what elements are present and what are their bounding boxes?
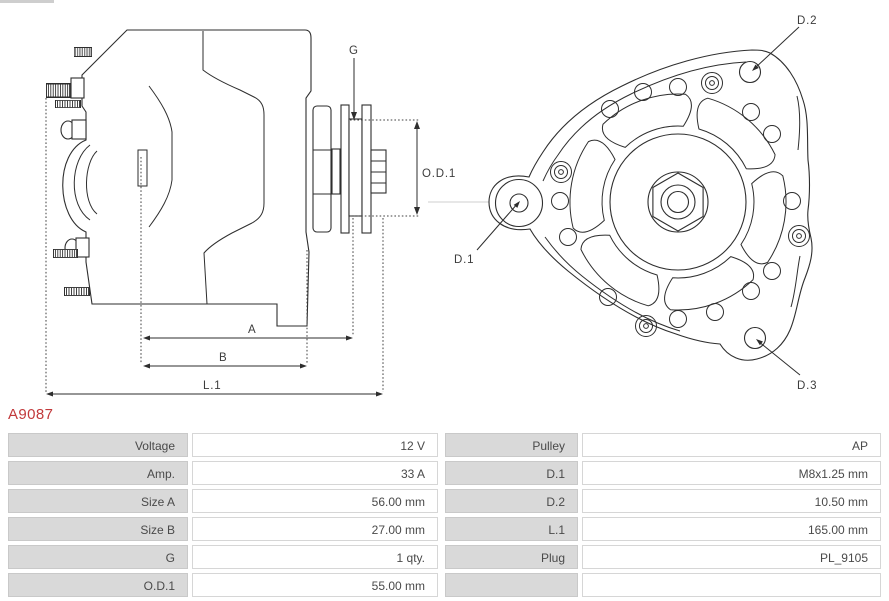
spec-row: Pulley AP — [445, 433, 881, 457]
spec-row: L.1 165.00 mm — [445, 517, 881, 541]
front-view-drawing: D.2 D.1 D.3 — [454, 15, 817, 392]
pulley-assembly — [312, 104, 387, 234]
spec-value-cell: 12 V — [192, 433, 438, 457]
spec-label-cell: D.1 — [445, 461, 578, 485]
housing-joint-line — [202, 31, 265, 305]
dim-d1-label: D.1 — [454, 254, 474, 266]
spec-row: D.2 10.50 mm — [445, 489, 881, 513]
spec-label-cell: O.D.1 — [8, 573, 188, 597]
callout-d3: D.3 — [756, 339, 817, 392]
spec-row: D.1 M8x1.25 mm — [445, 461, 881, 485]
spec-value-cell: 165.00 mm — [582, 517, 881, 541]
spec-label-cell: Plug — [445, 545, 578, 569]
dim-d3-label: D.3 — [797, 380, 817, 392]
spec-label-cell: Amp. — [8, 461, 188, 485]
spec-label-cell: Size A — [8, 489, 188, 513]
dim-a-label: A — [248, 324, 256, 336]
spec-value-cell: 56.00 mm — [192, 489, 438, 513]
through-bolts — [550, 72, 810, 337]
terminal-studs — [46, 47, 92, 296]
spec-value-cell: 1 qty. — [192, 545, 438, 569]
spec-value-cell: PL_9105 — [582, 545, 881, 569]
dim-g-label: G — [349, 45, 359, 57]
spec-value-cell: 33 A — [192, 461, 438, 485]
spec-row — [445, 573, 881, 597]
spec-value-cell: AP — [582, 433, 881, 457]
spec-row: Amp. 33 A — [8, 461, 438, 485]
shaft-hub — [609, 133, 747, 271]
spec-row: Size A 56.00 mm — [8, 489, 438, 513]
construction-lines — [45, 98, 420, 392]
spec-row: Voltage 12 V — [8, 433, 438, 457]
hex-nut — [652, 172, 704, 232]
spec-value-cell — [582, 573, 881, 597]
callout-d2: D.2 — [752, 15, 817, 71]
cropped-logo-artifact — [0, 0, 54, 3]
vent-holes — [551, 78, 801, 328]
spec-table-left: Voltage 12 V Amp. 33 A Size A 56.00 mm S… — [8, 433, 438, 601]
spec-row: O.D.1 55.00 mm — [8, 573, 438, 597]
spec-label-cell — [445, 573, 578, 597]
callout-d1: D.1 — [454, 201, 520, 266]
spec-value-cell: 10.50 mm — [582, 489, 881, 513]
dim-b-label: B — [219, 352, 227, 364]
spec-row: G 1 qty. — [8, 545, 438, 569]
spec-label-cell: Size B — [8, 517, 188, 541]
dimension-b: B — [143, 352, 307, 369]
side-body-outline — [62, 29, 312, 327]
spec-row: Size B 27.00 mm — [8, 517, 438, 541]
front-body-outline — [488, 49, 813, 361]
dimension-g: G — [349, 45, 359, 120]
technical-drawings: G O.D.1 A B L.1 — [45, 15, 817, 397]
spec-label-cell: L.1 — [445, 517, 578, 541]
dimension-l1: L.1 — [46, 380, 383, 397]
spec-label-cell: D.2 — [445, 489, 578, 513]
spec-value-cell: 27.00 mm — [192, 517, 438, 541]
part-number: A9087 — [8, 406, 54, 423]
dim-d2-label: D.2 — [797, 15, 817, 27]
dimension-a: A — [143, 324, 353, 341]
spec-label-cell: G — [8, 545, 188, 569]
spec-value-cell: 55.00 mm — [192, 573, 438, 597]
dimension-od1: O.D.1 — [414, 121, 456, 215]
spec-row: Plug PL_9105 — [445, 545, 881, 569]
mounting-holes — [494, 60, 767, 350]
dim-l1-label: L.1 — [203, 380, 221, 392]
spec-label-cell: Pulley — [445, 433, 578, 457]
dim-od1-label: O.D.1 — [422, 168, 456, 180]
side-view-drawing: G O.D.1 A B L.1 — [45, 29, 456, 397]
spec-label-cell: Voltage — [8, 433, 188, 457]
spec-table-right: Pulley AP D.1 M8x1.25 mm D.2 10.50 mm L.… — [445, 433, 881, 601]
spec-value-cell: M8x1.25 mm — [582, 461, 881, 485]
